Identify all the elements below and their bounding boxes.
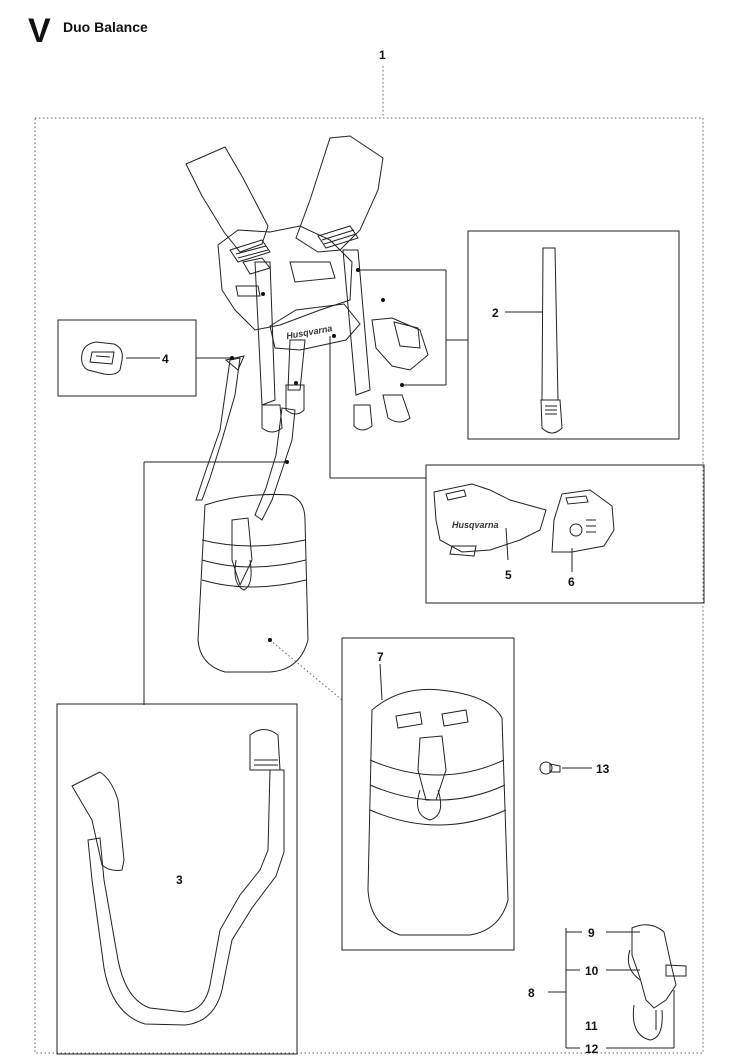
screw-13-drawing (539, 761, 561, 775)
callout-13: 13 (596, 762, 610, 776)
section-letter: V (28, 12, 51, 50)
callout-3: 3 (176, 873, 183, 887)
callout-12: 12 (585, 1042, 599, 1056)
callout-4: 4 (162, 352, 169, 366)
callout-6: 6 (568, 575, 575, 589)
harness-drawing: Husqvarna (185, 135, 429, 521)
box-item-7 (341, 637, 515, 951)
box-items-5-6 (425, 464, 705, 604)
callout-9: 9 (588, 926, 595, 940)
strap-2-drawing (540, 247, 563, 434)
clip-assembly-drawing (627, 924, 687, 1041)
strap-3-drawing (71, 729, 285, 1026)
clip-6-drawing (551, 489, 615, 553)
harness-brand-text: Husqvarna (285, 323, 333, 341)
page-title: Duo Balance (63, 19, 148, 35)
callout-2: 2 (492, 306, 499, 320)
callout-10: 10 (585, 964, 599, 978)
box-item-4 (57, 319, 197, 397)
box-item-2 (467, 230, 680, 440)
callout-5: 5 (505, 568, 512, 582)
callout-7: 7 (377, 650, 384, 664)
chest-buckle-5-drawing: Husqvarna (433, 483, 547, 557)
assembly-frame (34, 117, 704, 1054)
buckle-brand-text: Husqvarna (452, 520, 499, 530)
callout-8: 8 (528, 986, 535, 1000)
hip-pad-drawing (197, 493, 309, 673)
callout-1: 1 (379, 48, 386, 62)
box-item-3 (56, 703, 298, 1055)
callout-11: 11 (585, 1019, 598, 1033)
hip-pad-7-drawing (367, 688, 509, 936)
buckle-4-drawing (81, 341, 123, 375)
